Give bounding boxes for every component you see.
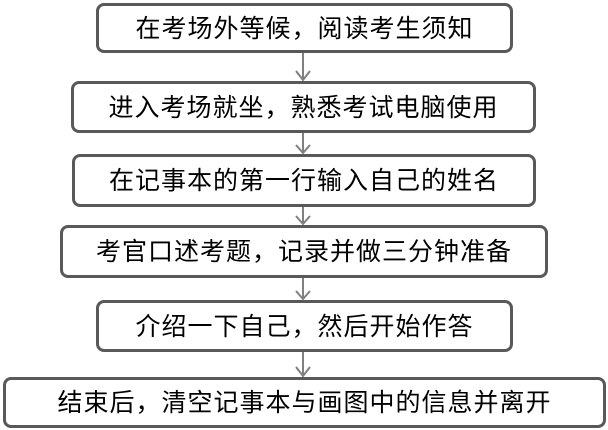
step-1-label: 在考场外等候，阅读考生须知	[135, 13, 474, 43]
arrow-down-icon	[293, 352, 313, 378]
step-5-label: 介绍一下自己，然后开始作答	[135, 311, 474, 341]
step-4-box: 考官口述考题，记录并做三分钟准备	[60, 225, 548, 278]
step-3-label: 在记事本的第一行输入自己的姓名	[108, 166, 499, 195]
step-5-box: 介绍一下自己，然后开始作答	[96, 300, 513, 352]
step-3-box: 在记事本的第一行输入自己的姓名	[72, 154, 536, 207]
step-2-box: 进入考场就坐，熟悉考试电脑使用	[71, 81, 536, 133]
step-2-label: 进入考场就坐，熟悉考试电脑使用	[108, 92, 499, 122]
arrow-down-icon	[293, 53, 313, 82]
arrow-down-icon	[293, 133, 313, 155]
step-6-box: 结束后，清空记事本与画图中的信息并离开	[3, 377, 606, 428]
step-4-label: 考官口述考题，记录并做三分钟准备	[95, 237, 512, 266]
step-1-box: 在考场外等候，阅读考生须知	[96, 3, 513, 53]
arrow-down-icon	[293, 207, 313, 226]
step-6-label: 结束后，清空记事本与画图中的信息并离开	[57, 388, 552, 417]
arrow-down-icon	[293, 278, 313, 301]
